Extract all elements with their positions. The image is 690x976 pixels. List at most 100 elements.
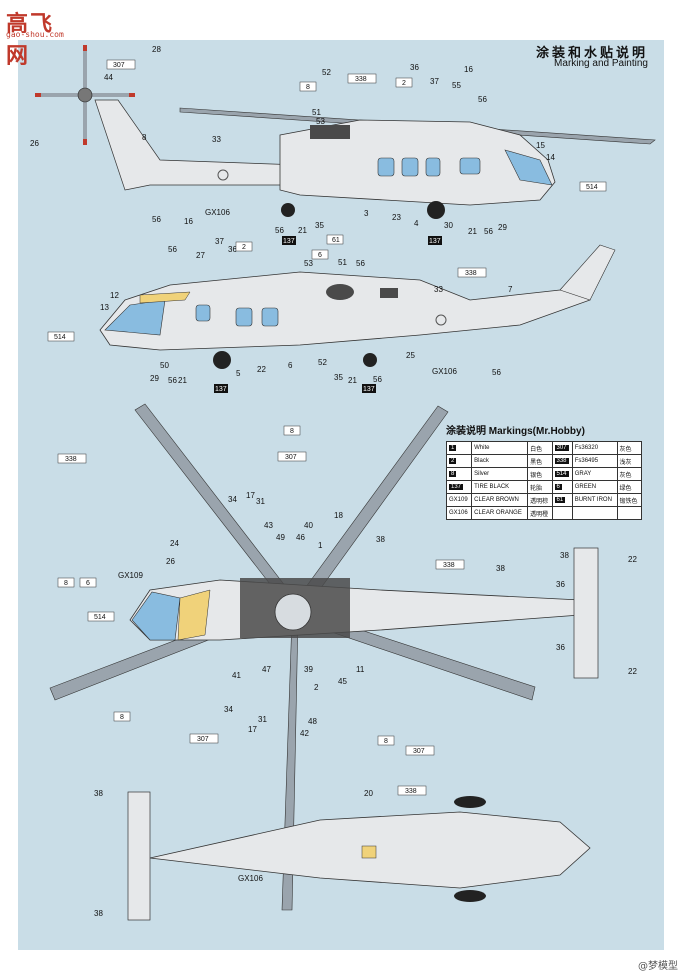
color-code: 514 [554,471,569,477]
callout-12: 12 [110,291,119,300]
paint-tag-338t2: 338 [435,559,465,570]
color-name-cn: 透明橙 [527,506,553,520]
page-title-en: Marking and Painting [554,58,648,69]
callout-24: 24 [170,539,179,548]
callout-1: 1 [318,541,323,550]
color-name: Black [471,454,529,468]
paint-tag-514: 514 [579,181,607,192]
svg-text:307: 307 [413,748,425,755]
tail-rotor [35,45,135,145]
callout-39: 39 [304,665,313,674]
callout-2: 2 [314,683,319,692]
svg-text:137: 137 [429,238,441,245]
color-name [571,506,618,520]
callout-7: 7 [508,285,513,294]
paint-tag-338r: 338 [457,267,487,278]
callout-22t2: 22 [628,667,637,676]
color-code: GX109 [445,493,473,507]
svg-text:338: 338 [65,456,77,463]
paint-tag-307t2: 307 [189,733,219,744]
svg-text:8: 8 [306,84,310,91]
callout-30: 30 [444,221,453,230]
callout-38t3: 38 [560,551,569,560]
svg-text:8: 8 [384,738,388,745]
callout-56r4: 56 [356,259,365,268]
paint-tag-8t4: 8 [377,735,395,746]
callout-34: 34 [228,495,237,504]
callout-38t: 38 [376,535,385,544]
color-name-cn: 白色 [527,441,553,455]
callout-56r3: 56 [373,375,382,384]
legend-row: 1 White 白色 307 Fs36320 灰色 [445,441,643,455]
color-code: 61 [554,497,566,503]
svg-text:2: 2 [242,244,246,251]
legend-row: GX106 CLEAR ORANGE 透明橙 [445,506,643,520]
callout-3: 3 [364,209,369,218]
callout-31: 31 [256,497,265,506]
color-name-cn [616,506,643,520]
top-view: 34 17 31 43 49 40 46 18 1 24 26 38 GX109… [49,403,637,911]
color-name-cn: 浅灰 [616,454,643,468]
svg-text:137: 137 [363,386,375,393]
callout-33: 33 [212,135,221,144]
callout-13: 13 [100,303,109,312]
color-code: 338 [554,458,569,464]
callout-47: 47 [262,665,271,674]
callout-17b: 17 [248,725,257,734]
color-name: White [471,441,529,455]
callout-8: 8 [142,133,147,142]
paint-tag-6r: 6 [311,249,329,260]
callout-27: 27 [196,251,205,260]
paint-tag-307t3: 307 [405,745,435,756]
callout-37: 37 [430,77,439,86]
svg-text:338: 338 [443,562,455,569]
legend-table: 1 White 白色 307 Fs36320 灰色 2 Black 黑色 338… [445,441,643,520]
logo-url: gao-shou.com [6,30,64,39]
svg-text:6: 6 [86,580,90,587]
callout-40: 40 [304,521,313,530]
callout-36: 36 [410,63,419,72]
color-code: 8 [449,471,457,477]
paint-tag-307: 307 [106,59,136,70]
callout-42: 42 [300,729,309,738]
callout-6: 6 [288,361,293,370]
callout-22t: 22 [628,555,637,564]
callout-21r: 21 [178,376,187,385]
callout-37r: 37 [215,237,224,246]
paint-tag-2: 2 [395,77,413,88]
callout-49: 49 [276,533,285,542]
site-logo: 高飞网 gao-shou.com [6,6,66,69]
color-code: 307 [554,445,569,451]
color-name-cn: 灰色 [616,467,643,481]
color-name-cn: 银色 [527,467,553,481]
callout-35: 35 [315,221,324,230]
paint-tag-137r: 137 [214,384,228,393]
svg-text:338: 338 [465,270,477,277]
callout-22r: 22 [257,365,266,374]
callout-28: 28 [152,45,161,54]
color-code [551,506,573,520]
svg-text:8: 8 [64,580,68,587]
svg-text:8: 8 [120,714,124,721]
callout-gx106b: GX106 [238,874,263,883]
page-title-cn: 涂装和水贴说明 [535,46,648,61]
callout-51: 51 [312,108,321,117]
color-code: GX106 [445,506,473,520]
legend-row: 2 Black 黑色 338 Fs36495 浅灰 [445,454,643,468]
callout-52r: 52 [318,358,327,367]
paint-tag-338b: 338 [397,785,427,796]
paint-tag-8t: 8 [283,425,301,436]
color-name: CLEAR ORANGE [471,506,529,520]
callout-gx109: GX109 [118,571,143,580]
callout-11: 11 [356,665,365,674]
right-side-view: 16 27 56 37 36 12 13 50 29 56 21 5 22 6 … [47,217,616,393]
callout-31b: 31 [258,715,267,724]
watermark: @梦模型 [638,961,678,972]
paint-tag-8t2: 8 [57,577,75,588]
color-code: 1 [449,445,457,451]
paint-tag-307t: 307 [277,451,307,462]
callout-56r5: 56 [492,368,501,377]
svg-text:137: 137 [215,386,227,393]
logo-text: 高飞网 [6,12,55,69]
paint-tag-61: 61 [326,234,344,245]
